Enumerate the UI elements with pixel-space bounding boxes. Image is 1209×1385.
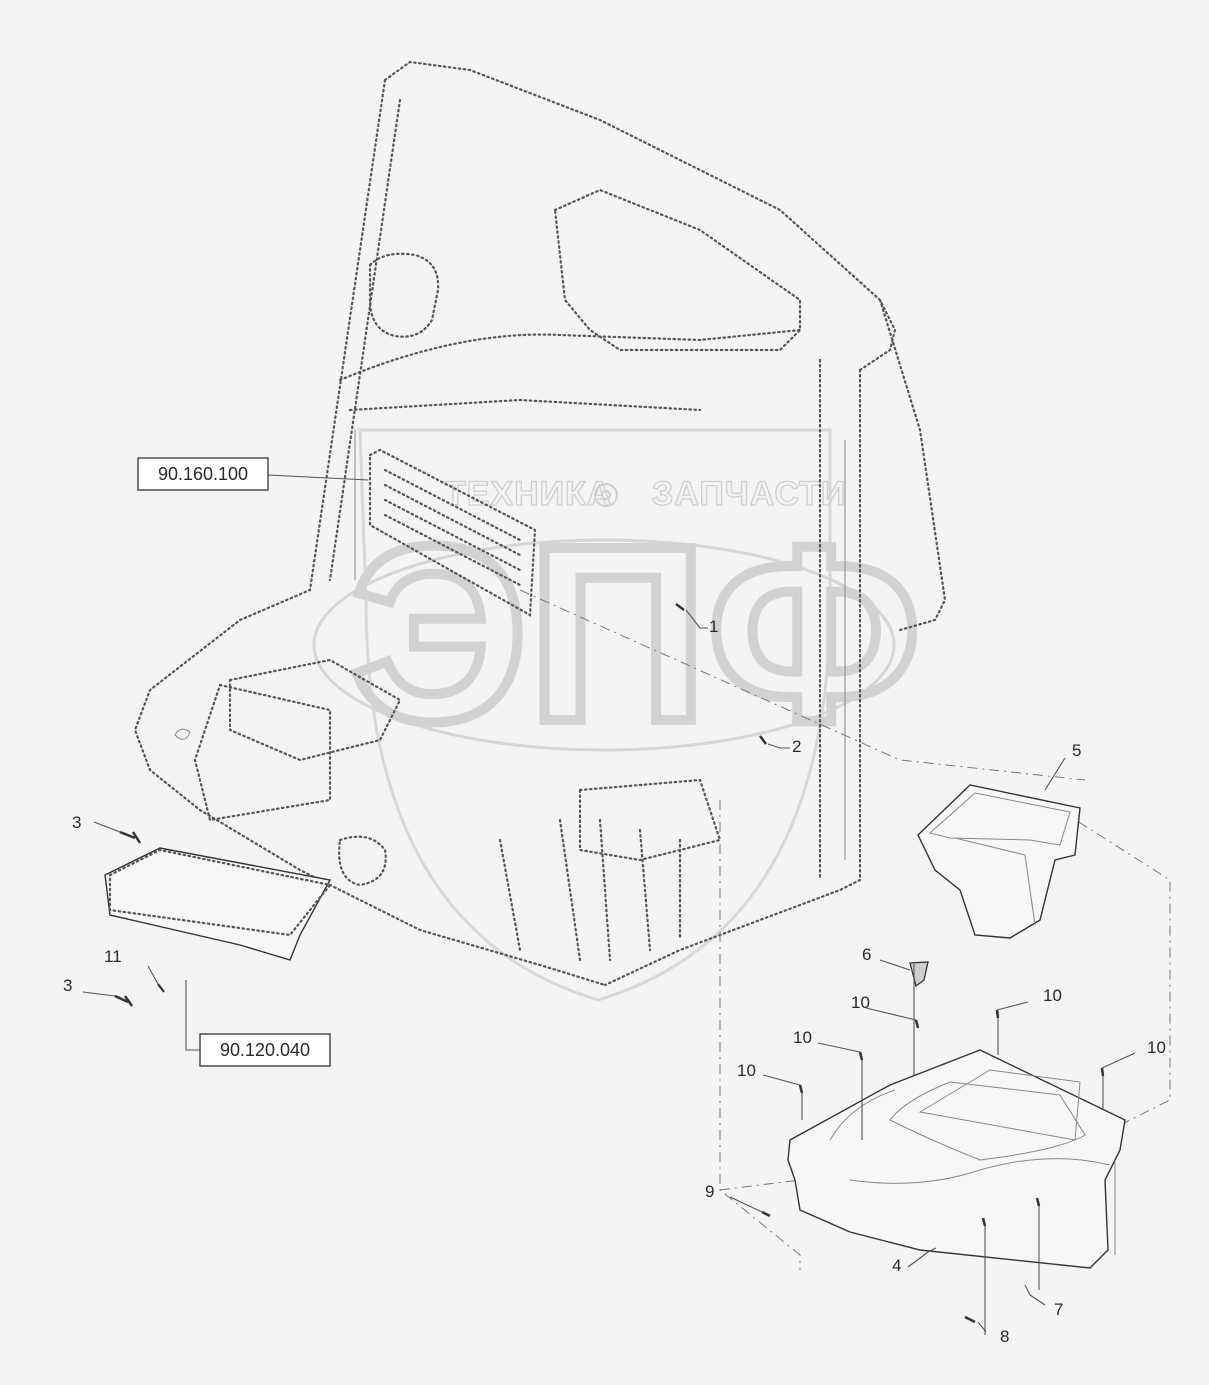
knob-icon (909, 961, 929, 988)
callout-4: 4 (892, 1256, 901, 1275)
screw-icon (1100, 1067, 1105, 1077)
screw-icon (964, 1315, 976, 1324)
watermark-right-text: ЗАПЧАСТИ (652, 475, 846, 513)
callout-5: 5 (1072, 741, 1081, 760)
screw-icon (119, 830, 142, 844)
screw-icon (798, 1084, 804, 1094)
screw-icon (157, 983, 165, 993)
callout-labels: 1 2 3 3 4 5 6 7 8 9 10 10 10 10 10 11 (63, 617, 1166, 1346)
cab-rear-panel (104, 60, 947, 987)
side-console (787, 1049, 1126, 1269)
callout-2: 2 (792, 737, 801, 756)
watermark-ellipse (312, 538, 896, 752)
callout-10-e: 10 (1147, 1038, 1166, 1057)
ref-box-seat[interactable]: 90.120.040 (199, 1033, 331, 1067)
callout-10-c: 10 (793, 1028, 812, 1047)
callout-8: 8 (1000, 1327, 1009, 1346)
screw-icon (858, 1051, 864, 1061)
vent-panel (368, 448, 537, 617)
screw-icon (981, 1217, 987, 1227)
ref-label-90-120-040: 90.120.040 (220, 1040, 310, 1060)
callout-10-a: 10 (851, 993, 870, 1012)
watermark-shield-shape (358, 428, 832, 1002)
screw-icon (1035, 1197, 1041, 1207)
ref-label-90-160-100: 90.160.100 (158, 464, 248, 484)
callout-10-d: 10 (737, 1061, 756, 1080)
assembly-lines (519, 589, 1171, 1270)
ref-box-cab-panel[interactable]: 90.160.100 (137, 457, 269, 491)
watermark-logo-text: ЭПФ (350, 494, 921, 773)
screw-icon (761, 1210, 771, 1218)
screw-icon (914, 1019, 920, 1029)
callout-7: 7 (1054, 1300, 1063, 1319)
watermark-left-text: ТЕХНИКА (445, 475, 612, 513)
callout-11: 11 (104, 947, 122, 966)
gear-icon (594, 483, 618, 507)
callout-3a: 3 (72, 813, 81, 832)
callout-3b: 3 (63, 976, 72, 995)
watermark: ТЕХНИКА ЗАПЧАСТИ ЭПФ (312, 428, 926, 1002)
leader-lines (82, 474, 1136, 1335)
screw-icon (759, 735, 767, 745)
callout-1: 1 (709, 617, 718, 636)
screw-icon (114, 994, 134, 1007)
callout-9: 9 (705, 1182, 714, 1201)
callout-6: 6 (862, 945, 871, 964)
callout-10-b: 10 (1043, 986, 1062, 1005)
screw-icon (995, 1009, 1000, 1019)
storage-bin (917, 784, 1081, 939)
screw-icon (675, 603, 685, 611)
